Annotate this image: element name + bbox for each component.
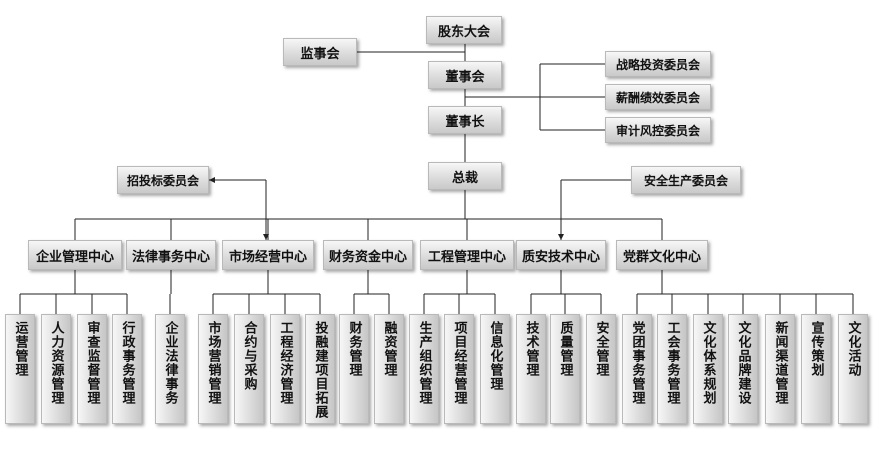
function-box: 人力资源管理 [41,314,71,424]
center-box: 党群文化中心 [616,240,708,270]
function-label: 文化品牌建设 [735,321,751,405]
center-label: 企业管理中心 [35,249,114,265]
function-label: 质量管理 [557,321,573,377]
function-box: 工程经济管理 [270,314,300,424]
safety-committee-label: 安全生产委员会 [643,173,728,188]
compensation-committee-box: 薪酬绩效委员会 [605,84,711,110]
chairman-box: 董事长 [428,106,502,134]
chairman-label: 董事长 [445,114,485,130]
shareholders-box: 股东大会 [426,16,502,44]
president-box: 总裁 [428,162,502,190]
function-box: 运营管理 [5,314,35,424]
arrowhead [558,234,564,240]
audit-committee-label: 审计风控委员会 [615,123,700,138]
function-label: 企业法律事务 [162,321,178,405]
function-label: 项目经营管理 [451,321,467,405]
function-label: 文化活动 [845,321,861,377]
function-box: 质量管理 [550,314,580,424]
center-box: 企业管理中心 [28,240,122,270]
function-label: 安全管理 [593,321,609,377]
function-label: 技术管理 [523,321,539,377]
shareholders-label: 股东大会 [437,24,490,40]
function-label: 融资管理 [381,321,397,377]
tender-committee-label: 招投标委员会 [126,173,199,188]
function-label: 党团事务管理 [629,321,645,405]
function-label: 行政事务管理 [119,321,135,405]
function-label: 宣传策划 [808,321,824,377]
function-label: 投融建项目拓展 [312,321,328,419]
center-label: 工程管理中心 [427,249,506,265]
function-label: 合约与采购 [241,321,257,391]
center-box: 法律事务中心 [126,240,216,270]
arrowhead [263,234,269,240]
function-label: 人力资源管理 [48,321,64,405]
center-box: 质安技术中心 [516,240,606,270]
function-label: 工程经济管理 [277,321,293,405]
function-box: 审查监督管理 [77,314,107,424]
function-box: 市场营销管理 [198,314,228,424]
function-box: 文化体系规划 [693,314,723,424]
function-label: 审查监督管理 [84,321,100,405]
safety-committee-box: 安全生产委员会 [631,166,741,194]
function-label: 财务管理 [346,321,362,377]
function-label: 新闻渠道管理 [772,321,788,405]
function-box: 企业法律事务 [155,314,185,424]
center-label: 法律事务中心 [131,249,210,265]
center-box: 工程管理中心 [420,240,514,270]
supervisors-box: 监事会 [283,38,357,66]
board-label: 董事会 [445,69,485,85]
supervisors-label: 监事会 [300,46,340,62]
arrowhead [209,177,215,183]
function-label: 运营管理 [12,321,28,377]
function-box: 文化品牌建设 [728,314,758,424]
center-box: 市场经营中心 [222,240,314,270]
center-label: 财务资金中心 [328,249,407,265]
function-box: 合约与采购 [234,314,264,424]
center-label: 市场经营中心 [228,249,307,265]
function-box: 信息化管理 [480,314,510,424]
audit-committee-box: 审计风控委员会 [605,117,711,143]
tender-committee-box: 招投标委员会 [117,166,209,194]
function-box: 融资管理 [374,314,404,424]
compensation-committee-label: 薪酬绩效委员会 [615,90,700,105]
function-box: 工会事务管理 [657,314,687,424]
function-label: 文化体系规划 [700,321,716,405]
board-box: 董事会 [428,61,502,89]
function-box: 宣传策划 [801,314,831,424]
function-box: 生产组织管理 [409,314,439,424]
function-box: 财务管理 [339,314,369,424]
function-label: 工会事务管理 [664,321,680,405]
function-box: 安全管理 [586,314,616,424]
function-box: 文化活动 [838,314,868,424]
strategy-committee-label: 战略投资委员会 [615,57,700,72]
function-box: 新闻渠道管理 [765,314,795,424]
strategy-committee-box: 战略投资委员会 [605,51,711,77]
function-box: 行政事务管理 [112,314,142,424]
center-box: 财务资金中心 [323,240,413,270]
president-label: 总裁 [451,170,478,186]
function-label: 生产组织管理 [416,321,432,405]
function-box: 投融建项目拓展 [305,314,335,424]
function-label: 市场营销管理 [205,321,221,405]
center-label: 质安技术中心 [521,249,600,265]
function-box: 技术管理 [516,314,546,424]
function-box: 党团事务管理 [622,314,652,424]
function-label: 信息化管理 [487,321,503,391]
center-label: 党群文化中心 [622,249,701,265]
function-box: 项目经营管理 [444,314,474,424]
